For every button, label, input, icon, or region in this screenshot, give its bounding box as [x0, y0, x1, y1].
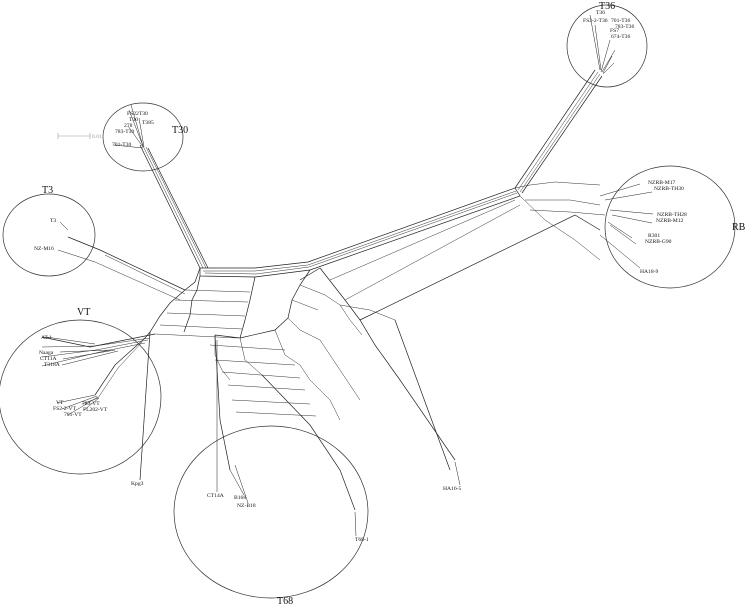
scale-bar: 0.01 — [57, 133, 102, 140]
taxon-label: 783-VT — [82, 401, 100, 407]
circle-vt — [0, 319, 162, 475]
taxa-t3: T3 NZ-M16 — [34, 218, 56, 252]
taxon-label: 701-VT — [64, 412, 82, 418]
taxon-label: CT11A — [40, 356, 57, 362]
group-label-vt: VT — [77, 307, 90, 318]
taxon-label: T68-1 — [355, 537, 369, 543]
leader-lines — [45, 14, 654, 537]
taxa-rb: NZRB-M17 NZRB-TH30 NZRB-TH28 NZRB-M12 R3… — [640, 180, 687, 275]
taxon-label: FS22T30 — [127, 111, 148, 117]
taxon-label: T36 — [596, 10, 605, 16]
taxa-t30: FS22T30 T30 T385 278 783-T30 701-T30 — [112, 111, 154, 148]
taxon-label: T30 — [129, 117, 138, 123]
group-label-t36: T36 — [599, 1, 615, 12]
circle-rb — [604, 165, 736, 289]
scale-label: 0.01 — [92, 134, 102, 140]
taxon-label: VT — [56, 400, 64, 406]
taxon-label: 701-T30 — [112, 142, 131, 148]
group-labels: T36 T30 T3 RB VT T68 — [42, 1, 746, 607]
taxa-t68: CT14A B168 NZ-B18 T68-1 — [207, 493, 369, 543]
circle-t68 — [173, 425, 369, 599]
taxon-label: B168 — [234, 495, 246, 501]
taxon-label: AT-1 — [41, 335, 52, 341]
taxon-label: 783-T30 — [115, 129, 134, 135]
taxon-label: NZRB-G90 — [645, 239, 672, 245]
taxon-label: NZRB-M12 — [656, 218, 684, 224]
taxon-label: R301 — [648, 233, 660, 239]
taxon-label: NZRB-TH30 — [654, 186, 684, 192]
taxon-label-ha16-5: HA16-5 — [443, 486, 462, 492]
circle-t36 — [566, 4, 648, 88]
taxon-label: Naaga — [39, 350, 54, 356]
taxon-label: 278 — [124, 123, 133, 129]
taxon-label: NZ-M16 — [34, 246, 54, 252]
taxa-t36: T36 FS2-2-T36 701-T36 783-T36 FS7 674-T3… — [583, 10, 634, 40]
taxon-label: 674-T36 — [611, 34, 630, 40]
circle-t3 — [2, 193, 96, 277]
taxon-label: FS7 — [610, 28, 619, 34]
taxon-label: T3 — [50, 218, 56, 224]
group-label-t30: T30 — [172, 125, 188, 136]
group-label-t3: T3 — [42, 185, 53, 196]
taxon-label: NZRB-TH28 — [657, 212, 687, 218]
taxon-label: NZRB-M17 — [648, 180, 676, 186]
taxa-vt: AT-1 Naaga CT11A T318A VT FS2-2-VT 701-V… — [39, 335, 144, 487]
circle-t30 — [102, 102, 184, 172]
taxon-label: Kpg3 — [131, 481, 144, 487]
taxon-label: FS2-2-T36 — [583, 18, 608, 24]
network-core — [41, 69, 606, 511]
taxon-label: NZ-B18 — [237, 503, 256, 509]
taxon-label: CT14A — [207, 493, 224, 499]
taxon-label: 701-T36 — [611, 18, 630, 24]
taxon-label: 783-T36 — [615, 24, 634, 30]
taxon-label: HA18-9 — [640, 269, 659, 275]
group-label-rb: RB — [732, 222, 746, 233]
taxon-label: T318A — [44, 362, 60, 368]
taxon-label: FL202-VT — [83, 407, 108, 413]
taxon-label: FS2-2-VT — [53, 406, 77, 412]
group-label-t68: T68 — [277, 596, 293, 606]
taxon-label: T385 — [142, 120, 154, 126]
